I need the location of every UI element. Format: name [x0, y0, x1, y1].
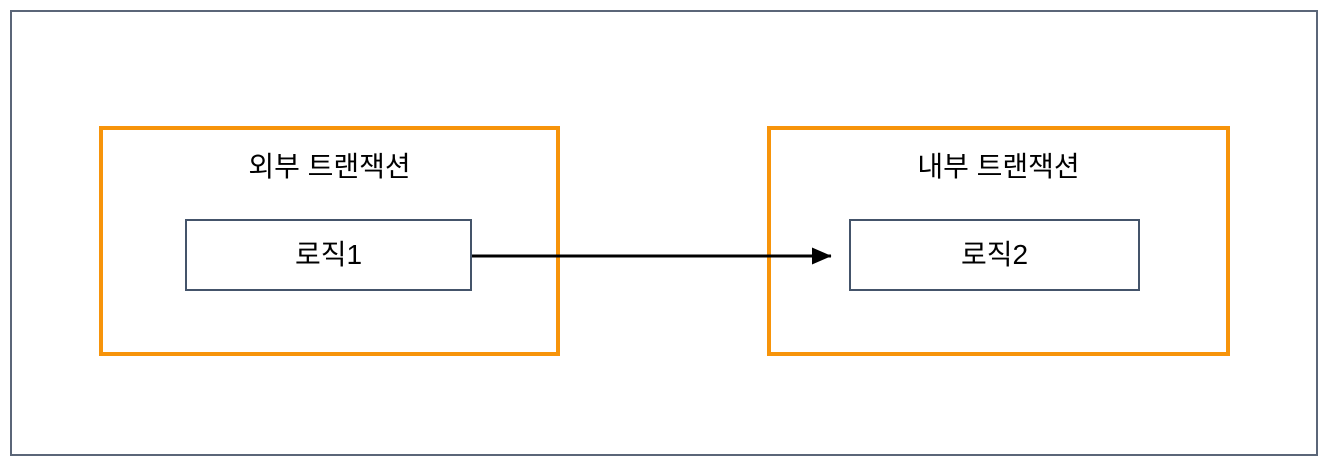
node-logic1[interactable]: 로직1	[185, 219, 472, 291]
node-logic2-label: 로직2	[960, 239, 1029, 270]
group-external-transaction-title: 외부 트랜잭션	[248, 151, 411, 182]
node-logic2[interactable]: 로직2	[849, 219, 1140, 291]
node-logic1-label: 로직1	[294, 239, 363, 270]
group-internal-transaction-title: 내부 트랜잭션	[917, 151, 1080, 182]
